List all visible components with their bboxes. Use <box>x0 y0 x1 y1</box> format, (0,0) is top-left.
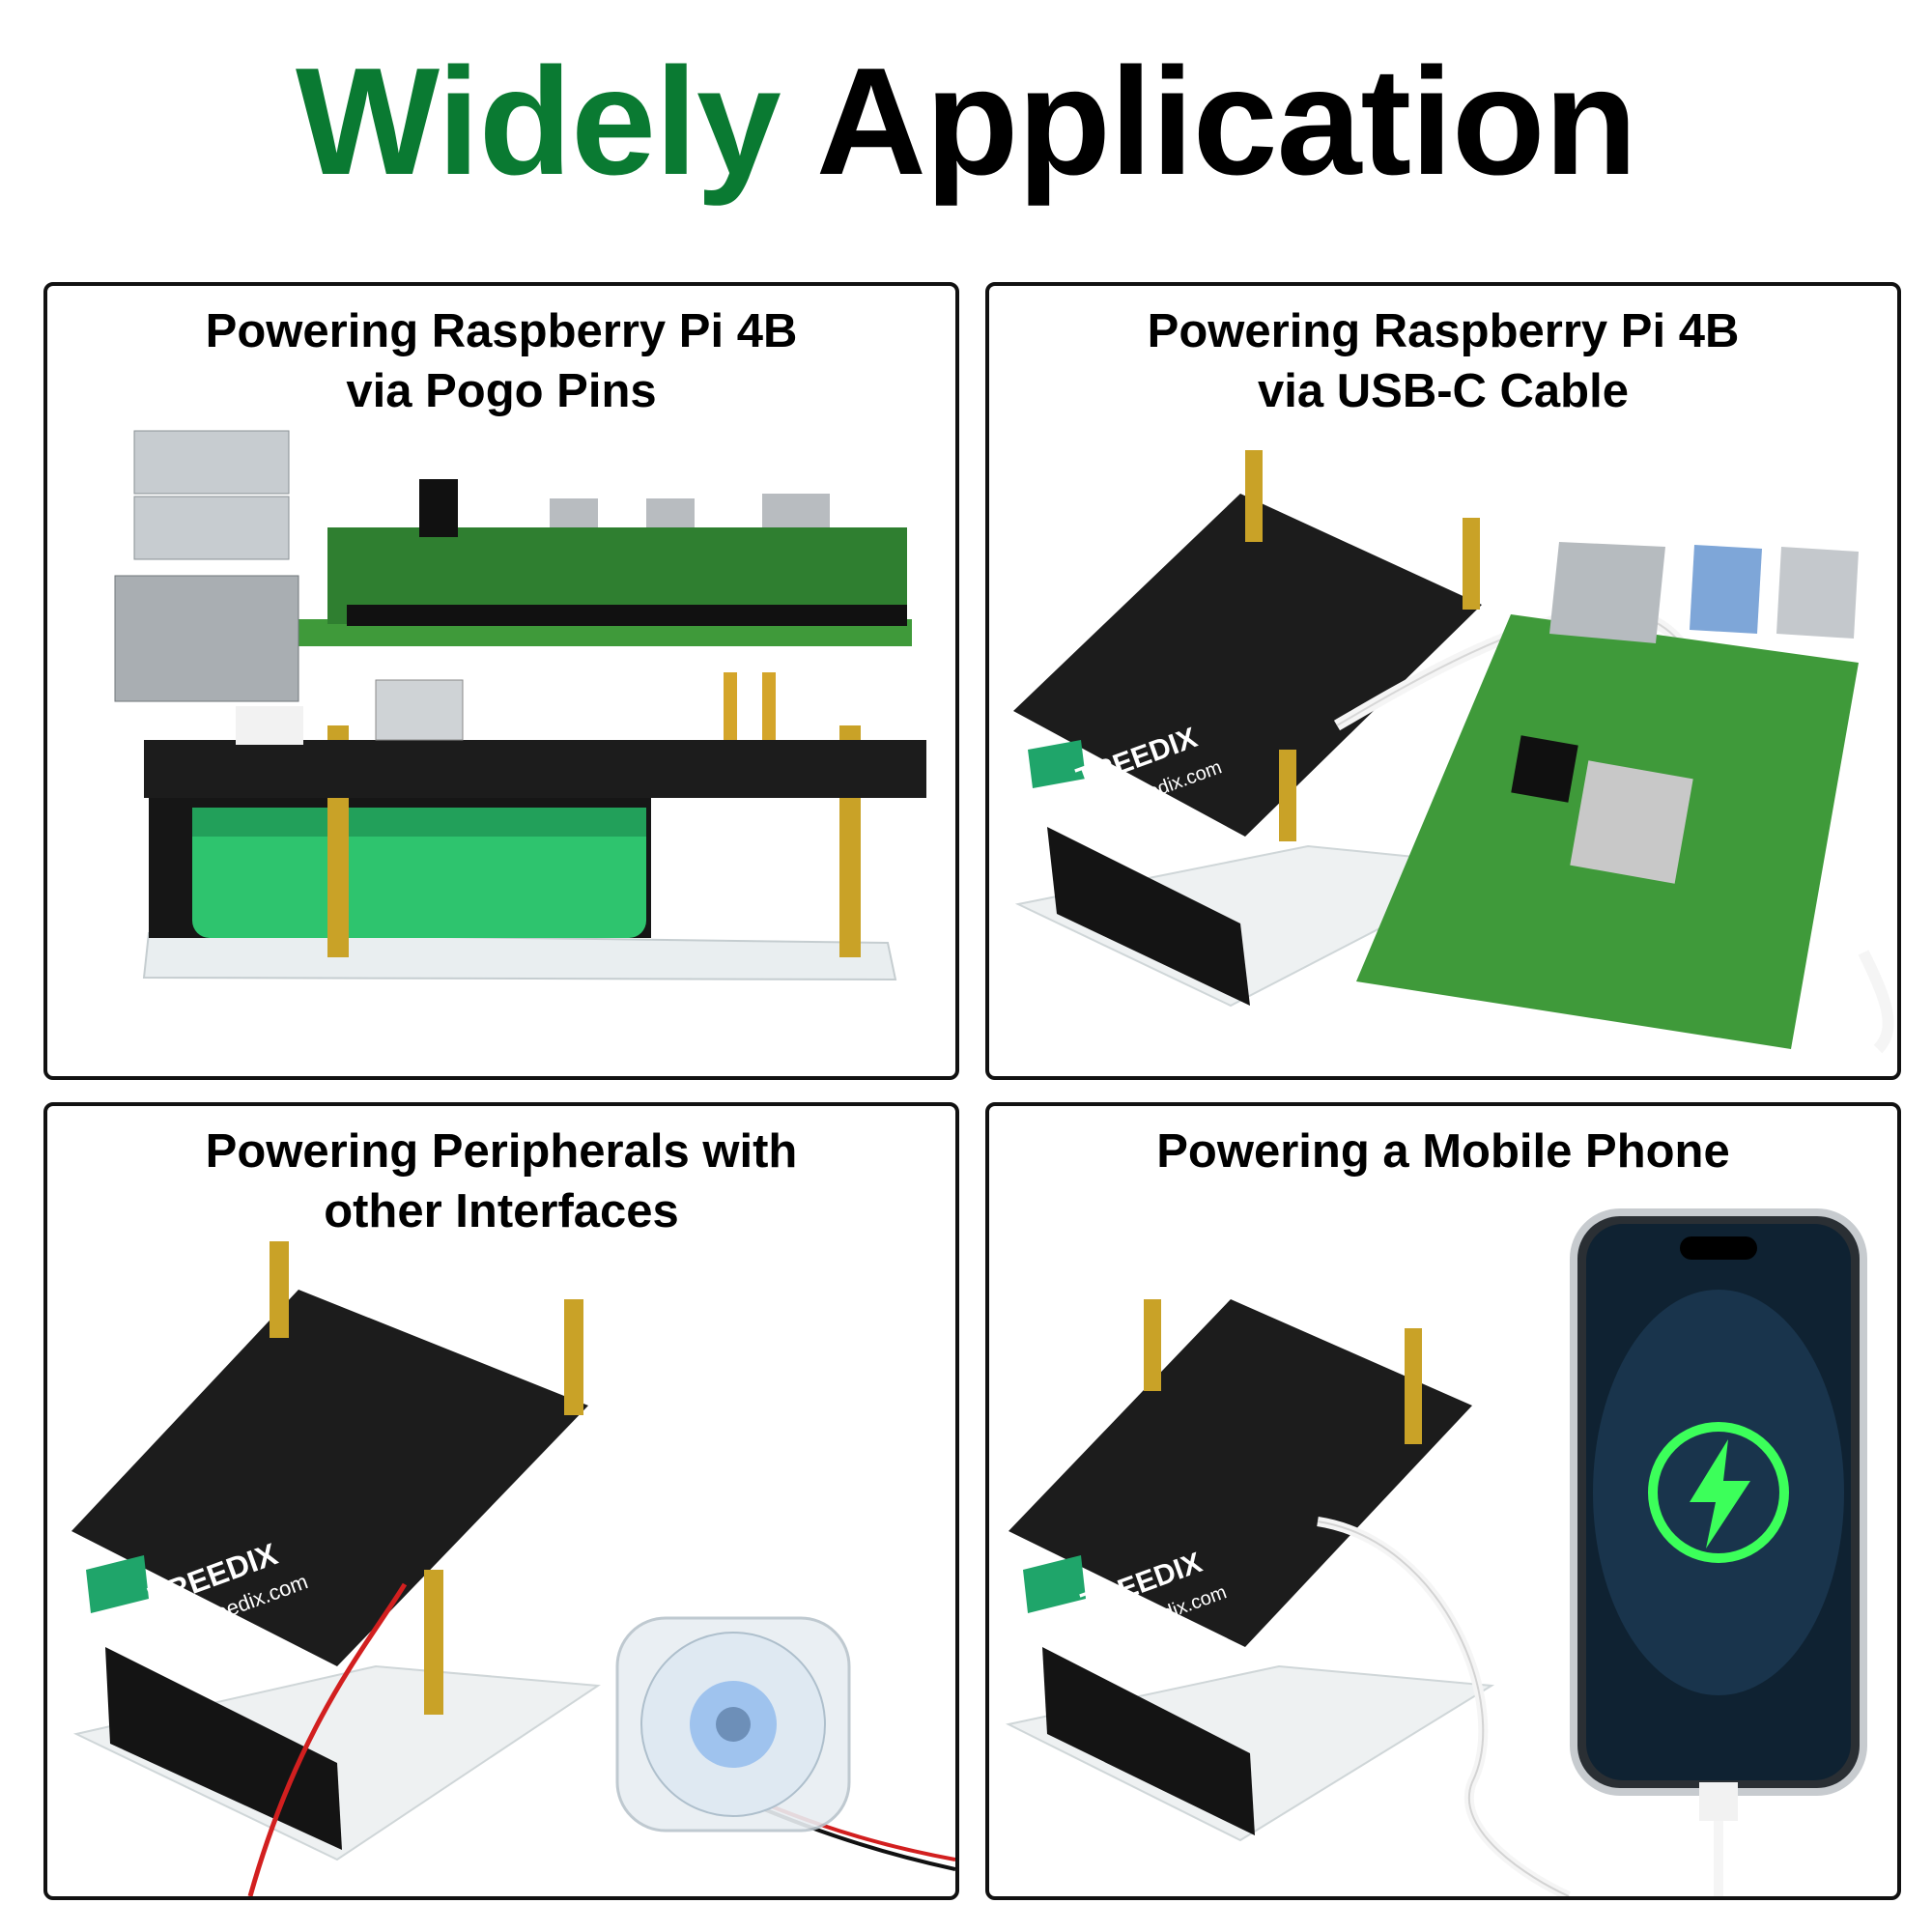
panel-peripherals: Powering Peripherals with other Interfac… <box>43 1102 959 1900</box>
terminal-block <box>86 1555 149 1613</box>
caption-line-2: other Interfaces <box>324 1185 679 1237</box>
panel-mobile-phone: Powering a Mobile Phone TREEDIX www.tree… <box>985 1102 1901 1900</box>
ups-board-with-phone-image: TREEDIX www.treedix.com <box>1006 1208 1867 1896</box>
usb-port-stack <box>133 430 290 495</box>
caption-line-1: Powering Raspberry Pi 4B <box>1147 305 1740 357</box>
audio-jack <box>419 479 458 537</box>
panel-caption: Powering Raspberry Pi 4B via USB-C Cable <box>989 301 1897 421</box>
pi-stacked-on-ups-board-image <box>114 430 926 981</box>
ups-board <box>1009 1299 1472 1647</box>
micro-hdmi <box>646 498 695 527</box>
usb2-port <box>1776 547 1859 639</box>
dynamic-island <box>1680 1236 1757 1260</box>
panel-caption: Powering Raspberry Pi 4B via Pogo Pins <box>47 301 955 421</box>
caption-line-1: Powering a Mobile Phone <box>1156 1125 1730 1178</box>
caption-line-2: via USB-C Cable <box>1258 365 1629 417</box>
panel-caption: Powering a Mobile Phone <box>989 1122 1897 1181</box>
brass-standoff <box>270 1241 289 1338</box>
gpio-header <box>347 605 907 626</box>
micro-hdmi <box>550 498 598 527</box>
terminal-block <box>1028 740 1086 788</box>
panel-pogo-pins: Powering Raspberry Pi 4B via Pogo Pins <box>43 282 959 1080</box>
panel-usb-c-cable: Powering Raspberry Pi 4B via USB-C Cable… <box>985 282 1901 1080</box>
battery-holder <box>1042 1647 1255 1835</box>
power-cable <box>1858 950 1894 1054</box>
ethernet-port <box>114 575 299 702</box>
cpu-shield <box>1570 760 1693 884</box>
headline-word-application: Application <box>815 37 1637 207</box>
pogo-pin <box>762 672 776 740</box>
pogo-pin <box>724 672 737 740</box>
battery-cell <box>192 808 646 938</box>
terminal-block <box>1023 1555 1086 1613</box>
brass-standoff <box>1463 518 1480 610</box>
brass-standoff <box>424 1570 443 1715</box>
usb-c-port <box>762 494 830 527</box>
brass-standoff <box>1144 1299 1161 1391</box>
headline: Widely Application <box>0 37 1932 207</box>
usb-a-port <box>375 679 464 741</box>
headline-word-widely: Widely <box>295 37 781 207</box>
brass-standoff <box>1279 750 1296 841</box>
caption-line-1: Powering Peripherals with <box>205 1125 798 1178</box>
charging-ring <box>1648 1422 1789 1563</box>
caption-line-2: via Pogo Pins <box>346 365 657 417</box>
brass-standoff <box>1405 1328 1422 1444</box>
ups-board <box>71 1290 588 1666</box>
connector <box>236 706 303 745</box>
ethernet-port <box>1549 542 1665 643</box>
lightning-bolt-icon <box>1690 1439 1750 1548</box>
panel-caption: Powering Peripherals with other Interfac… <box>47 1122 955 1241</box>
caption-line-1: Powering Raspberry Pi 4B <box>205 305 798 357</box>
brass-standoff <box>1245 450 1263 542</box>
ups-board <box>144 740 926 798</box>
ups-board-with-pi-image: TREEDIX www.treedix.com <box>1013 450 1894 1054</box>
ups-board <box>1013 494 1482 837</box>
acrylic-base <box>142 931 897 981</box>
fan-wire-red <box>247 1582 408 1896</box>
usb3-port <box>1690 545 1762 634</box>
lightning-connector <box>1699 1782 1738 1821</box>
ram-chip <box>1511 735 1578 803</box>
battery-holder <box>1047 827 1250 1006</box>
brass-standoff <box>564 1299 583 1415</box>
ups-board-with-fan-image: TREEDIX www.treedix.com <box>71 1241 955 1896</box>
